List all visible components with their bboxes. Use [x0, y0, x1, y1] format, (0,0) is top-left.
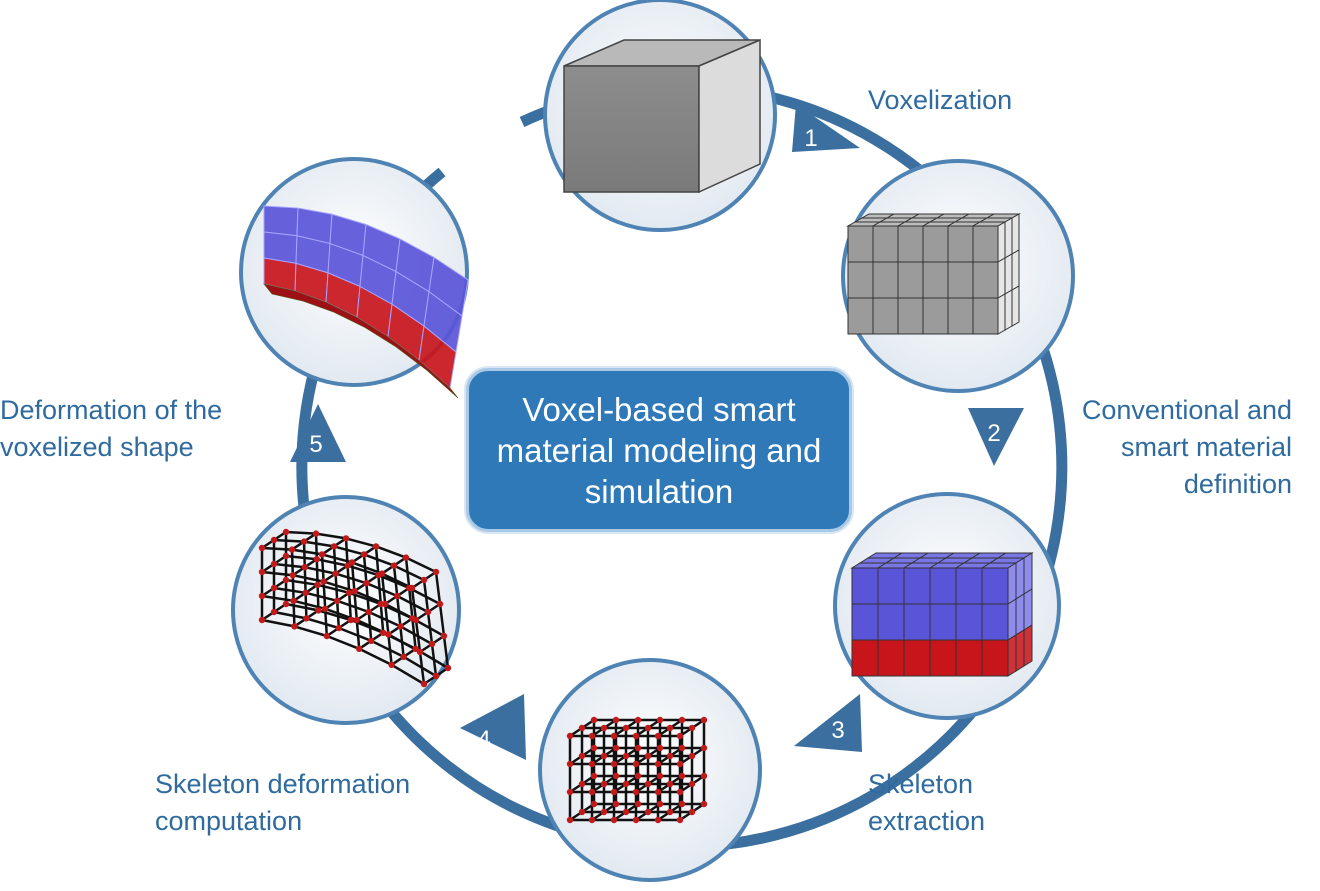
- label-step-3: Skeleton extraction: [868, 766, 985, 840]
- arrow-4-icon: [460, 694, 526, 760]
- arrow-2-icon: [968, 408, 1024, 466]
- voxel-grid-icon: [846, 213, 1021, 335]
- arrow-5-icon: [290, 404, 346, 462]
- label-step-4-line-2: computation: [155, 806, 303, 836]
- label-step-4: Skeleton deformation computation: [155, 766, 410, 840]
- arrow-1-icon: [792, 104, 860, 152]
- label-step-5-line-1: Deformation of the: [0, 395, 223, 425]
- step-number-3: 3: [831, 717, 844, 744]
- center-title-box: Voxel-based smart material modeling and …: [466, 368, 852, 532]
- label-step-2-line-3: definition: [1183, 469, 1292, 499]
- step-number-1: 1: [804, 125, 817, 152]
- circle-skeleton-extraction: [538, 658, 762, 882]
- step-number-5: 5: [309, 431, 322, 458]
- label-step-1-line-1: Voxelization: [868, 85, 1013, 115]
- label-step-2-line-2: smart material: [1120, 432, 1292, 462]
- label-step-4-line-1: Skeleton deformation: [155, 769, 411, 799]
- solid-box-icon: [563, 38, 761, 194]
- arrowheads: [290, 104, 1024, 760]
- label-step-5-line-2: voxelized shape: [0, 432, 194, 462]
- center-title-line-2: material modeling and: [496, 431, 822, 469]
- ring-arc: [296, 81, 1068, 853]
- label-step-3-line-1: Skeleton: [868, 769, 974, 799]
- arrow-3-icon: [794, 694, 862, 752]
- label-step-2-line-1: Conventional and: [1081, 395, 1292, 425]
- label-step-3-line-2: extraction: [868, 806, 986, 836]
- center-title-line-3: simulation: [584, 472, 734, 510]
- center-title-line-1: Voxel-based smart: [522, 390, 796, 428]
- label-step-2: Conventional and smart material definiti…: [1082, 392, 1292, 503]
- cycle-ring: [296, 81, 1068, 853]
- deformed-voxel-shape-icon: [263, 205, 469, 399]
- deformed-skeleton-icon: [258, 528, 452, 688]
- label-step-1: Voxelization: [868, 82, 1012, 119]
- step-number-2: 2: [987, 420, 1000, 447]
- skeleton-grid-icon: [566, 716, 708, 824]
- label-step-5: Deformation of the voxelized shape: [0, 392, 222, 466]
- step-numbers: 1 2 3 4 5: [309, 125, 1000, 753]
- step-number-4: 4: [477, 726, 490, 753]
- circle-skeleton-deformation: [231, 495, 461, 725]
- two-material-voxel-icon: [850, 552, 1034, 677]
